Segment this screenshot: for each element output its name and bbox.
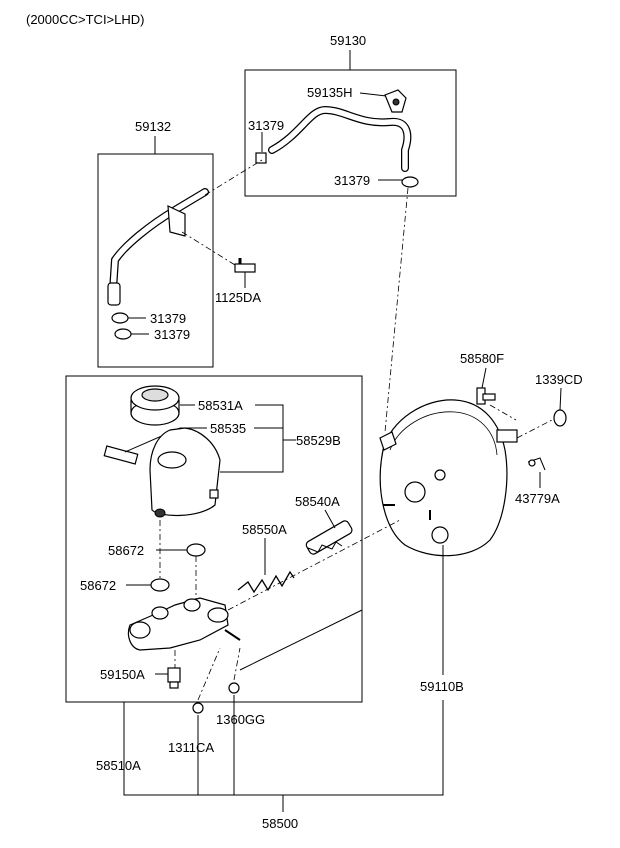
label-1360GG: 1360GG	[216, 712, 265, 727]
clevis-pin-43779A	[527, 457, 546, 471]
level-sensor-58535	[103, 445, 139, 465]
brake-booster-59110B	[379, 399, 518, 557]
label-31379-mid-a: 31379	[150, 311, 186, 326]
vacuum-hose-59132	[107, 188, 209, 340]
bolt-58580F	[476, 387, 496, 405]
label-1311CA: 1311CA	[168, 740, 214, 755]
label-58531A: 58531A	[198, 398, 243, 413]
label-58672-a: 58672	[108, 543, 144, 558]
washer-1360GG	[228, 682, 240, 694]
reservoir-cap-58531A	[130, 385, 180, 426]
label-1125DA: 1125DA	[215, 290, 261, 305]
master-cylinder-box	[65, 375, 363, 703]
label-59132: 59132	[135, 119, 171, 134]
label-31379-top-right: 31379	[334, 173, 370, 188]
label-58500: 58500	[262, 816, 298, 831]
fitting-59150A	[167, 667, 181, 689]
nut-1311CA	[192, 702, 204, 714]
label-58510A: 58510A	[96, 758, 141, 773]
label-1339CD: 1339CD	[535, 372, 583, 387]
spring-58550A	[237, 570, 295, 594]
reservoir-58529B	[149, 427, 221, 517]
label-59135H: 59135H	[307, 85, 353, 100]
vacuum-hose-59130	[255, 89, 419, 188]
label-58529B: 58529B	[296, 433, 341, 448]
label-58672-b: 58672	[80, 578, 116, 593]
bolt-1125DA	[234, 258, 256, 273]
grommet-58672-a	[186, 543, 206, 557]
label-58550A: 58550A	[242, 522, 287, 537]
piston-58540A	[305, 520, 353, 555]
label-31379-mid-b: 31379	[154, 327, 190, 342]
label-58580F: 58580F	[460, 351, 504, 366]
label-58540A: 58540A	[295, 494, 340, 509]
label-59150A: 59150A	[100, 667, 145, 682]
variant-header: (2000CC>TCI>LHD)	[26, 12, 145, 27]
master-cylinder-body	[127, 597, 241, 651]
washer-1339CD	[553, 409, 567, 427]
grommet-58672-b	[150, 578, 170, 592]
label-59130: 59130	[330, 33, 366, 48]
label-43779A: 43779A	[515, 491, 560, 506]
label-58535: 58535	[210, 421, 246, 436]
label-59110B: 59110B	[420, 679, 464, 694]
label-31379-top-left: 31379	[248, 118, 284, 133]
